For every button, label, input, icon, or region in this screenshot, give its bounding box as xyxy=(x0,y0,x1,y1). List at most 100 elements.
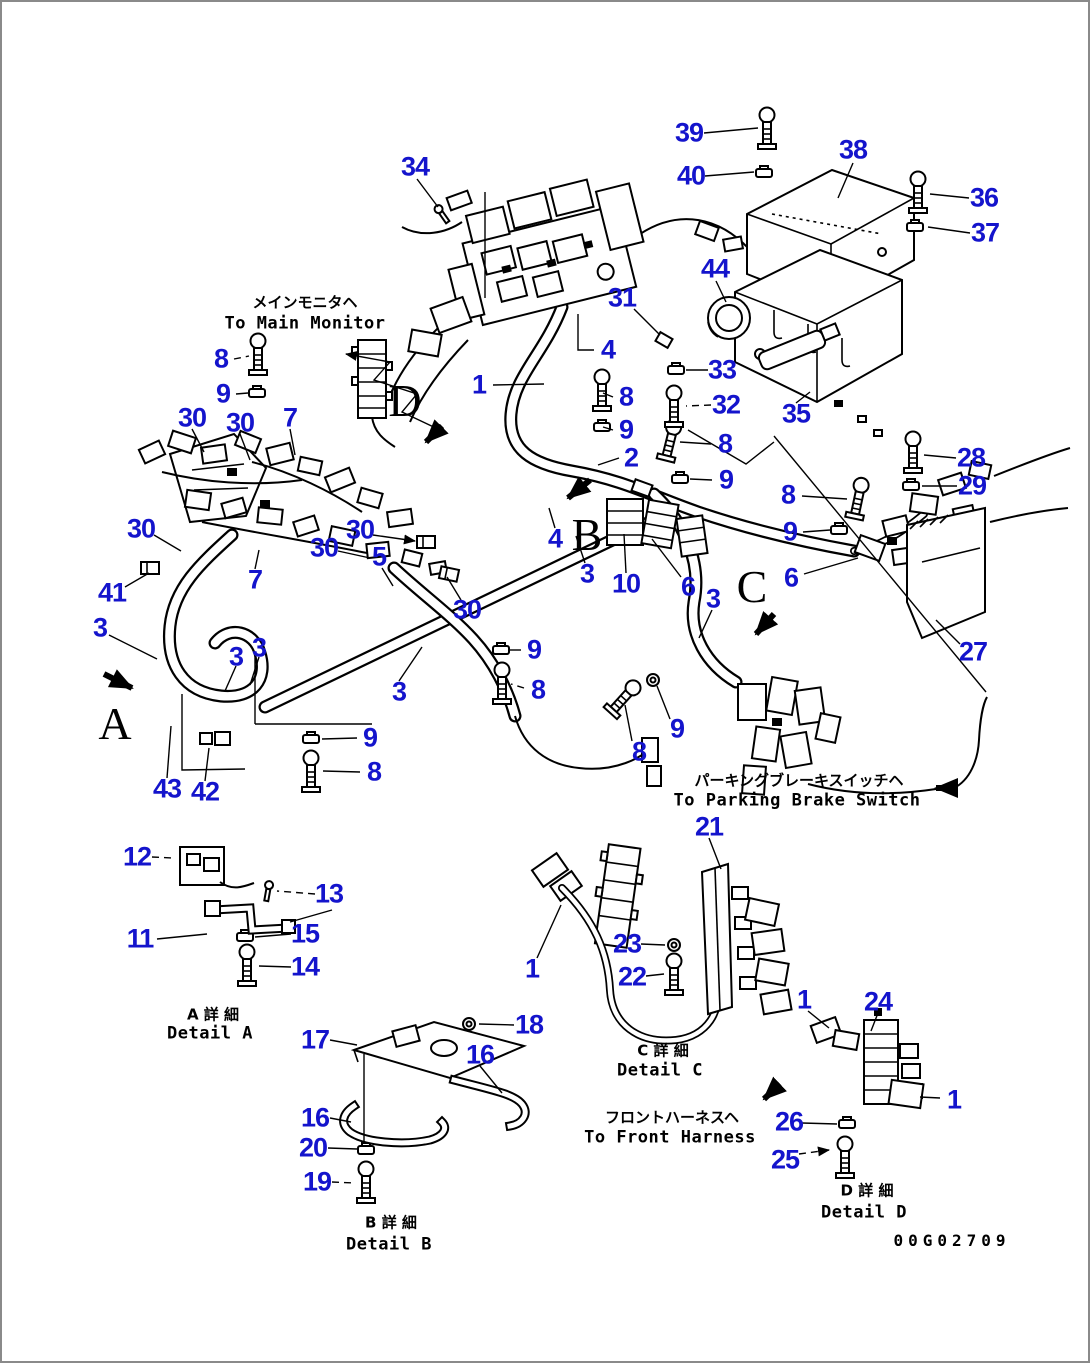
callout-number: 8 xyxy=(717,428,733,459)
callout-number: 2 xyxy=(623,442,639,473)
bracket-42-43 xyxy=(181,652,372,771)
callout-number: 6 xyxy=(783,562,799,593)
callout-number: 3 xyxy=(228,641,244,672)
callout-number: 22 xyxy=(617,961,647,992)
callout-number: 8 xyxy=(213,343,229,374)
jp-note: C 詳 細 xyxy=(637,1041,689,1060)
callout-number: 19 xyxy=(302,1166,332,1197)
callout-number: 30 xyxy=(309,532,339,563)
section-letter: D xyxy=(388,375,422,426)
callout-number: 27 xyxy=(958,636,988,667)
left-connector-cluster xyxy=(137,429,461,583)
drawing-number: 00G02709 xyxy=(893,1231,1011,1250)
callout-number: 30 xyxy=(177,402,207,433)
callout-number: 11 xyxy=(126,923,155,954)
callout-number: 16 xyxy=(300,1102,330,1133)
callout-number: 21 xyxy=(694,811,724,842)
callout-number: 8 xyxy=(631,736,647,767)
callout-number: 8 xyxy=(530,674,546,705)
jp-note: フロントハーネスヘ xyxy=(605,1108,739,1127)
arrow-a xyxy=(102,669,134,691)
detail-a-drawing xyxy=(179,846,333,935)
section-letter: A xyxy=(98,698,132,749)
callout-number: 9 xyxy=(669,713,685,744)
en-note: To Parking Brake Switch xyxy=(673,790,921,811)
jp-note: B 詳 細 xyxy=(365,1213,417,1232)
callout-number: 18 xyxy=(514,1009,544,1040)
callout-number: 30 xyxy=(126,513,156,544)
callout-number: 35 xyxy=(781,398,811,429)
callout-number: 38 xyxy=(838,134,868,165)
grommet-44 xyxy=(707,296,751,340)
callout-number: 34 xyxy=(400,151,430,182)
connector-strip xyxy=(351,339,393,419)
callout-number: 40 xyxy=(676,160,706,191)
callout-number: 12 xyxy=(122,841,152,872)
callout-number: 6 xyxy=(680,571,696,602)
callout-number: 9 xyxy=(782,516,798,547)
callout-number: 41 xyxy=(97,577,127,608)
en-note: Detail A xyxy=(167,1023,253,1044)
callout-number: 23 xyxy=(612,928,642,959)
callout-number: 3 xyxy=(579,558,595,589)
callout-number: 39 xyxy=(674,117,704,148)
callout-number: 9 xyxy=(718,464,734,495)
callout-number: 1 xyxy=(524,953,540,984)
callout-number: 36 xyxy=(969,182,999,213)
callout-number: 17 xyxy=(300,1024,330,1055)
en-note: To Main Monitor xyxy=(224,313,386,334)
callout-number: 16 xyxy=(465,1039,495,1070)
en-note: Detail D xyxy=(821,1202,907,1223)
leader-lines xyxy=(108,127,987,1184)
callout-number: 42 xyxy=(190,776,220,807)
flow-arrows xyxy=(102,419,958,1102)
callout-number: 1 xyxy=(796,984,812,1015)
detail-c-drawing xyxy=(530,843,793,1045)
callout-number: 3 xyxy=(391,676,407,707)
section-letter: C xyxy=(736,561,768,612)
arrow-d xyxy=(423,419,449,445)
sensor-31 xyxy=(654,322,841,371)
callout-number: 4 xyxy=(600,334,616,365)
callout-number: 15 xyxy=(290,918,320,949)
jp-note: A 詳 細 xyxy=(186,1005,240,1024)
detail-d-drawing xyxy=(809,1008,925,1110)
en-note: To Front Harness xyxy=(584,1127,756,1148)
en-note: Detail C xyxy=(617,1060,703,1081)
valve-assembly xyxy=(401,178,745,358)
callout-number: 3 xyxy=(251,632,267,663)
callout-number: 13 xyxy=(314,878,344,909)
jp-note: パーキングブレーキスイッチヘ xyxy=(694,771,904,790)
callout-number: 37 xyxy=(970,217,1000,248)
callout-number: 1 xyxy=(471,369,487,400)
callout-number: 25 xyxy=(770,1144,800,1175)
callout-number: 3 xyxy=(92,612,108,643)
callout-number: 8 xyxy=(618,381,634,412)
callout-number: 43 xyxy=(152,773,182,804)
callout-number: 4 xyxy=(547,523,563,554)
callout-number: 32 xyxy=(711,389,741,420)
callout-number: 44 xyxy=(700,253,730,284)
callout-number: 30 xyxy=(452,594,482,625)
callout-number: 33 xyxy=(707,354,737,385)
callout-number: 8 xyxy=(780,479,796,510)
jp-note: D 詳 細 xyxy=(840,1181,894,1200)
arrow-c xyxy=(753,610,779,637)
callout-number: 5 xyxy=(371,541,387,572)
center-connector-blocks xyxy=(606,478,709,558)
detail-b-drawing xyxy=(339,1020,530,1148)
callout-number: 30 xyxy=(345,514,375,545)
callout-number: 14 xyxy=(290,951,320,982)
arrow-front-harness xyxy=(761,1076,787,1102)
callout-number: 29 xyxy=(957,470,987,501)
callout-number: 20 xyxy=(298,1132,328,1163)
callout-number: 9 xyxy=(618,414,634,445)
callout-number: 30 xyxy=(225,407,255,438)
callout-number: 7 xyxy=(282,402,298,433)
section-letter: B xyxy=(571,509,603,560)
c-region-cluster xyxy=(641,675,842,796)
callout-number: 7 xyxy=(247,564,263,595)
callout-number: 9 xyxy=(362,722,378,753)
